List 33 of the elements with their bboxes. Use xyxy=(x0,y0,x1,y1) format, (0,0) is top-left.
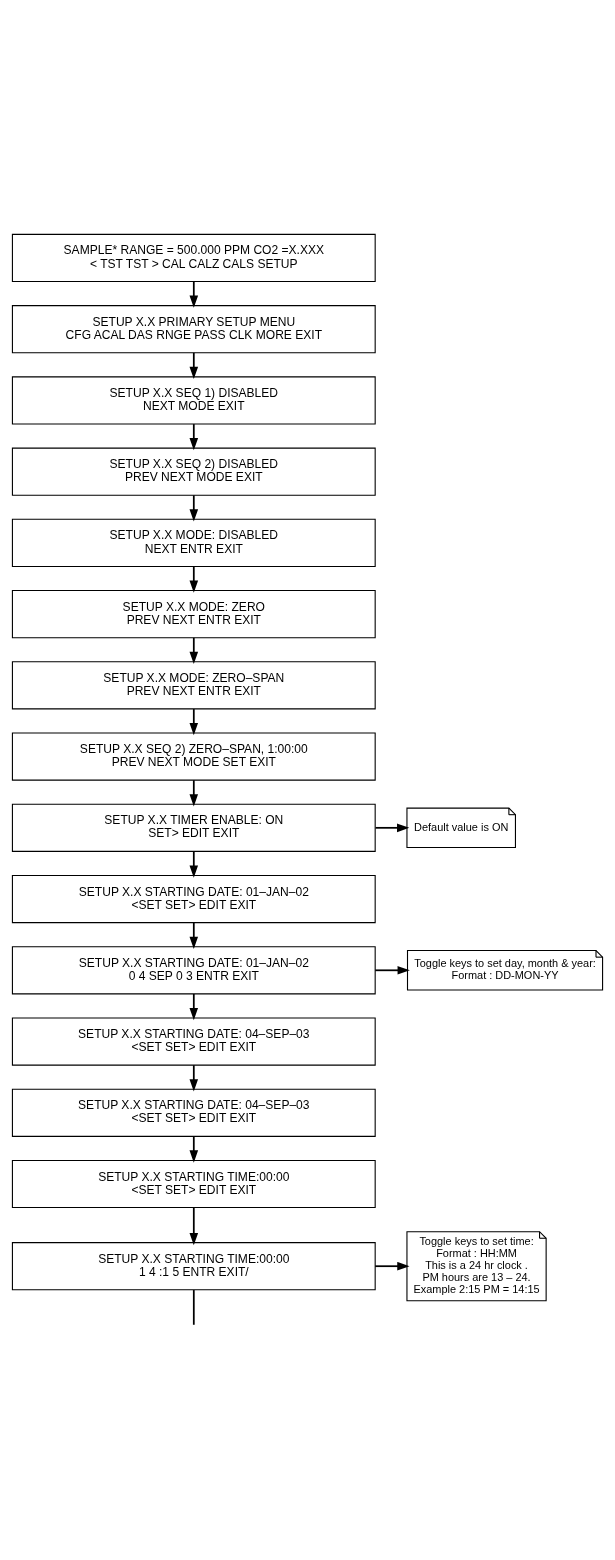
node-box: SETUP X.X PRIMARY SETUP MENU CFG ACAL DAS RNGE PASS CLK MORE EXIT xyxy=(11,305,376,354)
arrow xyxy=(189,423,199,451)
arrow xyxy=(189,921,199,949)
node-box: SETUP X.X STARTING TIME:00:00 1 4 :1 5 ENTR EXIT/ xyxy=(11,1242,376,1291)
node-box: SETUP X.X SEQ 1) DISABLED NEXT MODE EXIT xyxy=(11,376,376,425)
arrow xyxy=(189,1135,199,1163)
arrow xyxy=(189,779,199,807)
arrow xyxy=(189,494,199,522)
node-box: SETUP X.X STARTING TIME:00:00 <SET SET> EDIT EXIT xyxy=(11,1159,376,1209)
arrow xyxy=(189,1064,199,1092)
node-box: SETUP X.X SEQ 2) DISABLED PREV NEXT MODE EXIT xyxy=(11,447,376,496)
arrow xyxy=(189,352,199,380)
arrow xyxy=(374,966,410,975)
node-box: SETUP X.X STARTING DATE: 01–JAN–02 <SET SET> EDIT EXIT xyxy=(11,874,376,924)
node-box: SAMPLE* RANGE = 500.000 PPM CO2 =X.XXX < TST TST > CAL CALZ CALS SETUP xyxy=(11,233,376,283)
node-box: SETUP X.X TIMER ENABLE: ON SET> EDIT EXIT xyxy=(11,803,376,852)
arrow xyxy=(189,280,199,308)
node-box: SETUP X.X MODE: ZERO–SPAN PREV NEXT ENTR EXIT xyxy=(11,661,376,710)
node-box: SETUP X.X STARTING DATE: 01–JAN–02 0 4 SEP 0 3 ENTR EXIT xyxy=(11,946,376,995)
node-box: SETUP X.X MODE: DISABLED NEXT ENTR EXIT xyxy=(11,518,376,567)
connector xyxy=(192,1289,195,1326)
node-box: SETUP X.X SEQ 2) ZERO–SPAN, 1:00:00 PREV NEXT MODE SET EXIT xyxy=(11,732,376,781)
arrow xyxy=(374,823,410,833)
arrow xyxy=(189,636,199,664)
node-box: SETUP X.X STARTING DATE: 04–SEP–03 <SET SET> EDIT EXIT xyxy=(11,1017,376,1066)
arrow xyxy=(189,565,199,593)
arrow xyxy=(374,1261,410,1271)
arrow xyxy=(189,1206,199,1246)
arrow xyxy=(189,993,199,1021)
node-box: SETUP X.X STARTING DATE: 04–SEP–03 <SET SET> EDIT EXIT xyxy=(11,1088,376,1137)
arrow xyxy=(189,708,199,736)
arrow xyxy=(189,850,199,878)
node-box: SETUP X.X MODE: ZERO PREV NEXT ENTR EXIT xyxy=(11,590,376,639)
